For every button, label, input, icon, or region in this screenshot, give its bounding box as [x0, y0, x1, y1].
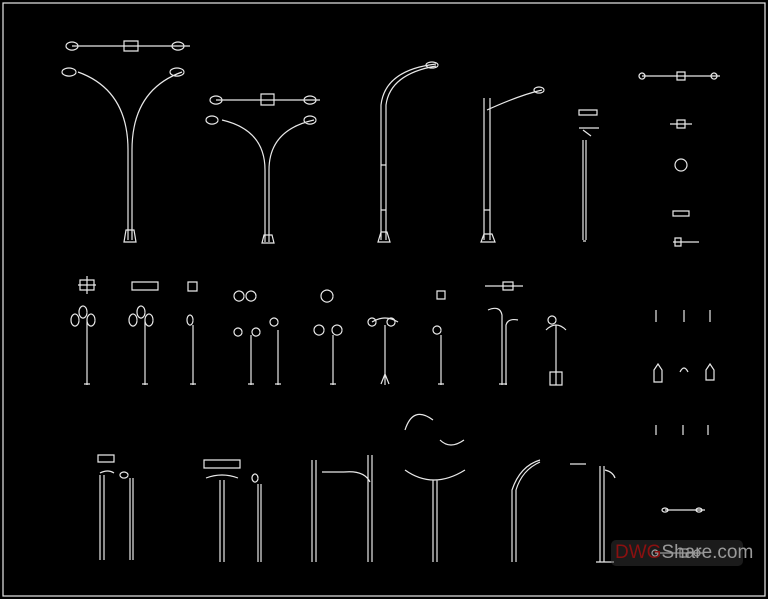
wall-lamp-symbols [653, 310, 715, 435]
ornamental-lamps-row [70, 276, 567, 386]
single-arm-lamp-curved [377, 61, 439, 243]
dwgshare-watermark: DWGShare.com [611, 540, 753, 566]
lower-lamps-row [97, 413, 616, 563]
single-arm-lamp-bracket [480, 86, 545, 243]
watermark-brand-gray: Share.com [661, 542, 754, 563]
double-arm-lamp-large [61, 40, 190, 243]
side-lamp-symbols [651, 507, 705, 558]
slim-post-lamp [578, 109, 599, 242]
watermark-brand-red: DWG [615, 542, 662, 563]
lamp-plan-symbols [638, 71, 720, 247]
double-arm-lamp-medium [205, 93, 320, 244]
